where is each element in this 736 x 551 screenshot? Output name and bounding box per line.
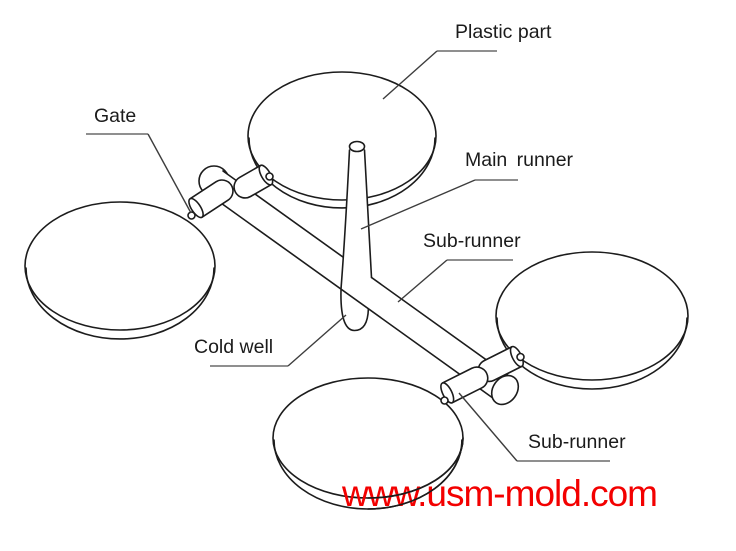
leader-cold-well <box>210 314 347 367</box>
sub-runner-bar <box>198 165 520 406</box>
plastic-part-disc-right <box>495 247 689 390</box>
gate-nub-top-disc <box>265 172 274 181</box>
bottom-disc-rim-overlay <box>367 437 464 510</box>
sprue-top-face <box>348 140 366 153</box>
main-runner-sprue <box>340 140 373 290</box>
leader-sub-runner-upper <box>397 259 513 303</box>
label-sub-runner-lower: Sub-runner <box>528 431 626 453</box>
label-plastic-part: Plastic part <box>455 21 552 43</box>
label-cold-well: Cold well <box>194 336 273 358</box>
label-gate: Gate <box>94 105 136 127</box>
gate-nub-right-disc <box>516 352 525 362</box>
leader-main-runner <box>360 179 518 230</box>
plastic-part-disc-top <box>247 68 437 209</box>
leader-sub-runner-lower <box>458 392 610 462</box>
gate-nub-left-disc <box>187 211 196 220</box>
gate-cylinder-bottom-right-lower <box>440 366 489 404</box>
plastic-part-disc-left <box>24 197 216 340</box>
leader-plastic-part <box>382 50 497 100</box>
gate-nub-bottom-disc <box>440 396 449 405</box>
label-sub-runner-upper: Sub-runner <box>423 230 521 252</box>
cold-well-bulb <box>340 289 370 332</box>
gate-cylinder-top-left-lower <box>188 179 234 219</box>
leader-gate <box>86 133 192 214</box>
runner-end-cap-right <box>490 374 520 406</box>
label-main-runner: Main runner <box>465 149 574 171</box>
